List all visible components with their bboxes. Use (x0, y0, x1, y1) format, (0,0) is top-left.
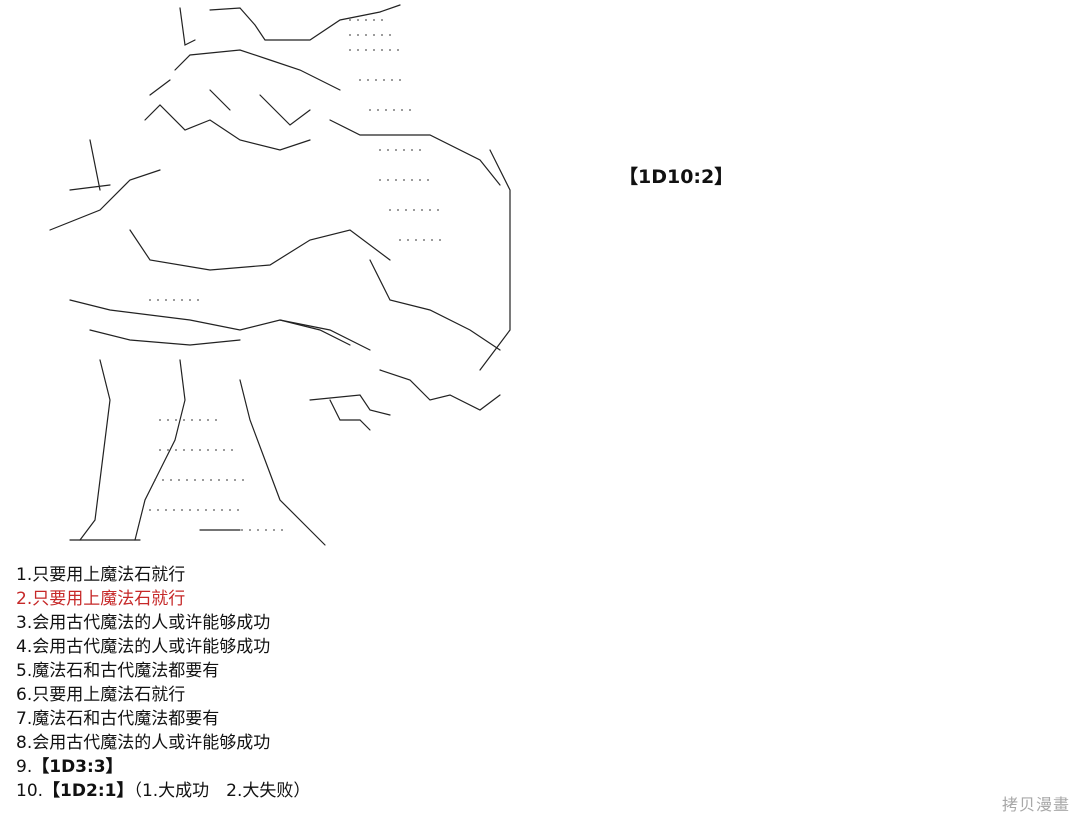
option-9-prefix: 9. (16, 757, 33, 777)
option-9-roll: 【1D3:3】 (32, 757, 123, 777)
option-item-8: 8.会用古代魔法的人或许能够成功 (16, 733, 271, 753)
option-item-10: 10.【1D2:1】（1.大成功 2.大失败） (16, 779, 310, 803)
option-10-suffix: （1.大成功 2.大失败） (133, 781, 311, 801)
option-10-roll: 【1D2:1】 (43, 781, 134, 801)
option-item-7: 7.魔法石和古代魔法都要有 (16, 709, 220, 729)
option-item-1: 1.只要用上魔法石就行 (16, 565, 186, 585)
option-item-6: 6.只要用上魔法石就行 (16, 685, 186, 705)
option-item-4: 4.会用古代魔法的人或许能够成功 (16, 637, 271, 657)
shading-dots-lower (149, 299, 283, 531)
ascii-art-figure (10, 0, 530, 548)
ascii-art-drawing (49, 4, 511, 546)
options-list: 1.只要用上魔法石就行 2.只要用上魔法石就行 3.会用古代魔法的人或许能够成功… (16, 563, 310, 803)
option-item-5: 5.魔法石和古代魔法都要有 (16, 661, 220, 681)
shading-dots-upper (349, 19, 441, 241)
option-item-3: 3.会用古代魔法的人或许能够成功 (16, 613, 271, 633)
option-item-2-selected: 2.只要用上魔法石就行 (16, 589, 186, 609)
watermark: 拷贝漫畫 (1001, 795, 1070, 814)
option-10-prefix: 10. (16, 781, 44, 801)
option-item-9: 9.【1D3:3】 (16, 755, 310, 779)
dice-roll-result: 【1D10:2】 (619, 166, 734, 188)
